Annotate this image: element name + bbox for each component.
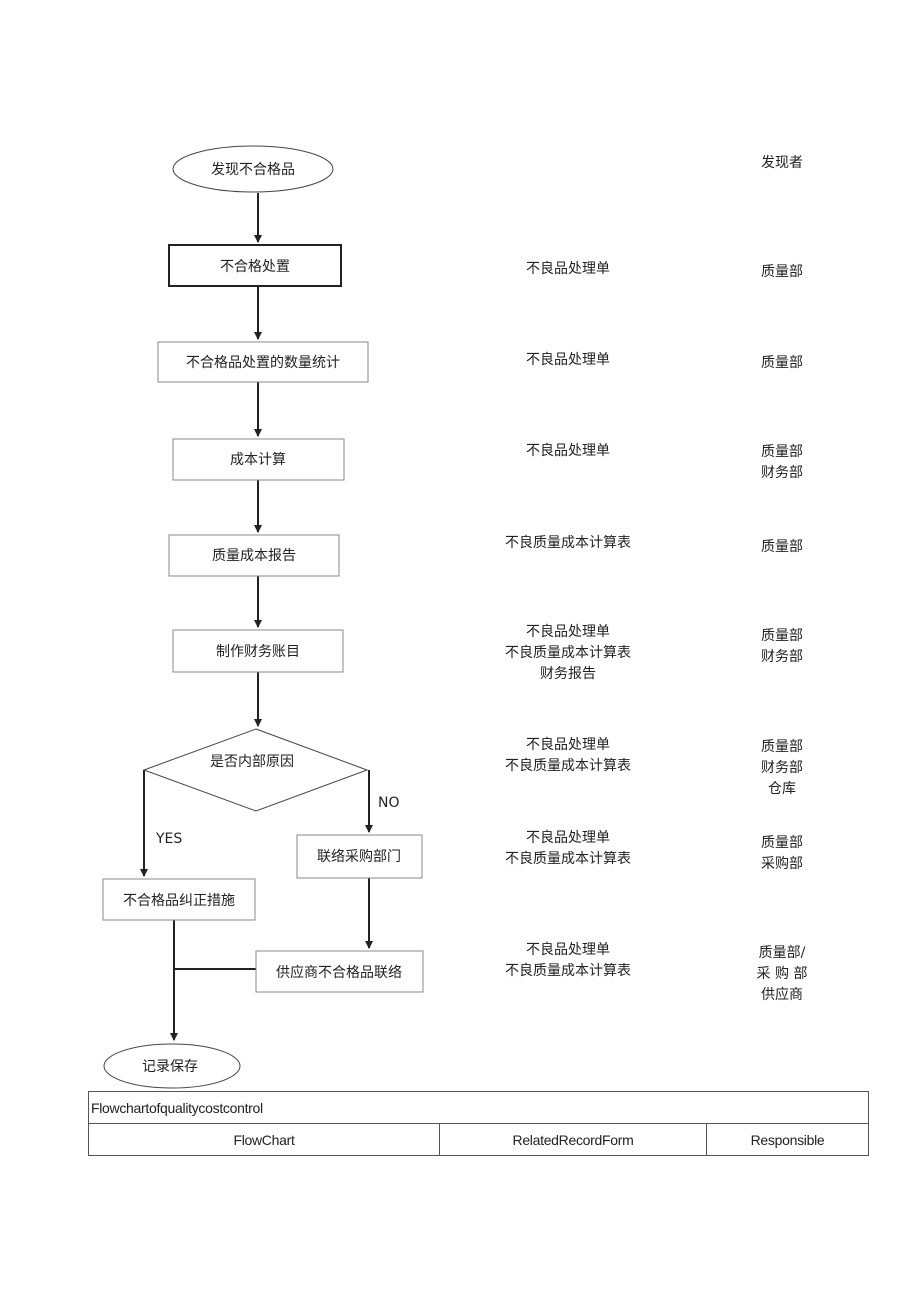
step2-label: 不合格品处置的数量统计 bbox=[186, 355, 340, 371]
responsible-row-4: 质量部 bbox=[732, 537, 832, 558]
footer-col-flowchart: FlowChart bbox=[88, 1123, 440, 1156]
responsible-row-5: 质量部 财务部 bbox=[732, 626, 832, 668]
no-step1-node: 联络采购部门 bbox=[296, 834, 423, 879]
responsible-line: 财务部 bbox=[761, 760, 803, 776]
responsible-line: 质量部 bbox=[761, 264, 803, 280]
responsible-line: 质量部 bbox=[761, 628, 803, 644]
start-label: 发现不合格品 bbox=[211, 162, 295, 178]
step5-node: 制作财务账目 bbox=[172, 629, 344, 673]
step2-node: 不合格品处置的数量统计 bbox=[157, 341, 369, 383]
record-row-3: 不良品处理单 bbox=[468, 441, 668, 462]
end-label: 记录保存 bbox=[142, 1059, 198, 1075]
responsible-row-2: 质量部 bbox=[732, 353, 832, 374]
record-row-5: 不良品处理单 不良质量成本计算表 财务报告 bbox=[468, 622, 668, 685]
record-row-1: 不良品处理单 bbox=[468, 259, 668, 280]
responsible-row-8: 质量部/ 采 购 部 供应商 bbox=[732, 943, 832, 1006]
step5-label: 制作财务账目 bbox=[216, 644, 300, 660]
record-row-7: 不良品处理单 不良质量成本计算表 bbox=[468, 828, 668, 870]
step4-node: 质量成本报告 bbox=[168, 534, 340, 577]
record-line: 不良品处理单 bbox=[526, 737, 610, 753]
record-line: 不良品处理单 bbox=[526, 624, 610, 640]
responsible-line: 质量部/ bbox=[758, 945, 806, 961]
decision-label: 是否内部原因 bbox=[210, 754, 294, 770]
decision-node: 是否内部原因 bbox=[142, 728, 369, 812]
responsible-line: 采购部 bbox=[761, 856, 803, 872]
responsible-row-6: 质量部 财务部 仓库 bbox=[732, 737, 832, 800]
record-line: 不良质量成本计算表 bbox=[505, 758, 631, 774]
record-line: 财务报告 bbox=[540, 666, 596, 682]
yes-step-node: 不合格品纠正措施 bbox=[102, 878, 256, 921]
responsible-line: 质量部 bbox=[761, 835, 803, 851]
step1-node: 不合格处置 bbox=[168, 244, 342, 287]
record-row-4: 不良质量成本计算表 bbox=[468, 533, 668, 554]
record-line: 不良质量成本计算表 bbox=[505, 645, 631, 661]
start-node: 发现不合格品 bbox=[172, 145, 334, 193]
record-line: 不良质量成本计算表 bbox=[505, 535, 631, 551]
responsible-line: 质量部 bbox=[761, 355, 803, 371]
step3-label: 成本计算 bbox=[230, 452, 286, 468]
yes-step-label: 不合格品纠正措施 bbox=[123, 893, 235, 909]
step4-label: 质量成本报告 bbox=[212, 548, 296, 564]
responsible-line: 质量部 bbox=[761, 539, 803, 555]
record-row-6: 不良品处理单 不良质量成本计算表 bbox=[468, 735, 668, 777]
end-node: 记录保存 bbox=[103, 1043, 241, 1089]
responsible-row-3: 质量部 财务部 bbox=[732, 442, 832, 484]
no-step1-label: 联络采购部门 bbox=[317, 849, 401, 865]
footer-col-record: RelatedRecordForm bbox=[439, 1123, 707, 1156]
responsible-row-0: 发现者 bbox=[732, 153, 832, 174]
footer-col-responsible: Responsible bbox=[706, 1123, 869, 1156]
record-line: 不良品处理单 bbox=[526, 352, 610, 368]
record-line: 不良质量成本计算表 bbox=[505, 963, 631, 979]
record-row-8: 不良品处理单 不良质量成本计算表 bbox=[468, 940, 668, 982]
no-step2-node: 供应商不合格品联络 bbox=[255, 950, 424, 993]
step3-node: 成本计算 bbox=[172, 438, 345, 481]
record-line: 不良品处理单 bbox=[526, 942, 610, 958]
responsible-line: 仓库 bbox=[768, 781, 796, 797]
responsible-line: 质量部 bbox=[761, 739, 803, 755]
yes-label: YES bbox=[155, 831, 182, 847]
record-line: 不良品处理单 bbox=[526, 261, 610, 277]
record-line: 不良品处理单 bbox=[526, 443, 610, 459]
footer-title: Flowchartofqualitycostcontrol bbox=[88, 1091, 869, 1124]
record-line: 不良质量成本计算表 bbox=[505, 851, 631, 867]
responsible-line: 供应商 bbox=[761, 987, 803, 1003]
responsible-line: 发现者 bbox=[761, 155, 803, 171]
footer-table: Flowchartofqualitycostcontrol FlowChart … bbox=[88, 1091, 869, 1156]
step1-label: 不合格处置 bbox=[220, 259, 290, 275]
record-line: 不良品处理单 bbox=[526, 830, 610, 846]
responsible-line: 质量部 bbox=[761, 444, 803, 460]
responsible-line: 财务部 bbox=[761, 649, 803, 665]
responsible-line: 采 购 部 bbox=[756, 966, 808, 982]
no-step2-label: 供应商不合格品联络 bbox=[276, 964, 402, 981]
no-label: NO bbox=[378, 795, 400, 811]
responsible-row-1: 质量部 bbox=[732, 262, 832, 283]
record-row-2: 不良品处理单 bbox=[468, 350, 668, 371]
connectors bbox=[140, 193, 373, 1041]
responsible-line: 财务部 bbox=[761, 465, 803, 481]
responsible-row-7: 质量部 采购部 bbox=[732, 833, 832, 875]
